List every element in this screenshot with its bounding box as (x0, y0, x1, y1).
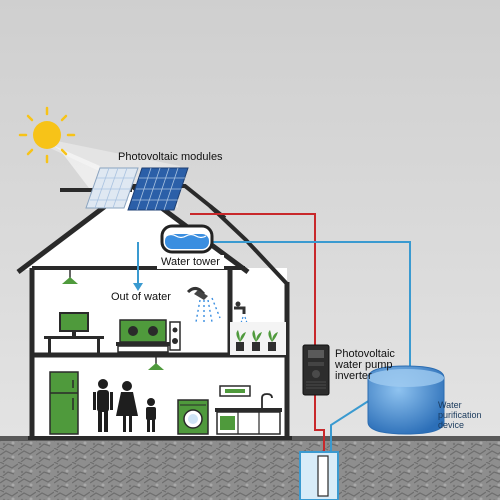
solar-panel-icon (85, 167, 189, 211)
purifier-icon (367, 365, 445, 435)
sunlight-beam (52, 145, 100, 192)
water-tank-icon (160, 224, 214, 254)
lamp-icon (148, 357, 164, 370)
plant-icon (252, 330, 262, 351)
label-out-of-water: Out of water (111, 291, 171, 303)
fridge-icon (49, 371, 79, 435)
water-line-to-purifier (210, 241, 411, 370)
label-purification: Water purification device (438, 400, 482, 430)
washing-machine-icon (177, 399, 209, 435)
well-pump-icon (299, 451, 339, 500)
label-inverter-line1: Photovoltaic (335, 348, 395, 360)
shower-icon (186, 286, 221, 324)
desk (44, 336, 104, 339)
label-inverter: Photovoltaic water pump inverter (335, 349, 395, 382)
tap-icon (234, 301, 249, 327)
power-line-top (190, 213, 316, 345)
label-inverter-line3: inverter (335, 370, 372, 382)
water-arrow (133, 283, 143, 291)
lamp-icon (62, 270, 78, 284)
label-water-tower: Water tower (157, 255, 224, 269)
sun-icon (18, 106, 76, 164)
ground (0, 440, 500, 500)
kitchen-counter-icon (215, 385, 282, 435)
speaker-icon (169, 321, 181, 351)
stereo-icon (116, 319, 170, 353)
plant-icon (268, 330, 278, 351)
label-inverter-line2: water pump (335, 359, 393, 371)
label-purification-line2: purification (438, 410, 482, 420)
label-pv-modules: Photovoltaic modules (118, 151, 223, 163)
label-purification-line1: Water (438, 400, 462, 410)
people-icon (93, 379, 156, 432)
label-purification-line3: device (438, 420, 465, 430)
plant-icon (236, 330, 246, 351)
water-line-from-well (330, 399, 371, 455)
inverter-icon (302, 344, 330, 396)
power-line-bottom (314, 395, 325, 458)
tv-icon (59, 312, 89, 336)
